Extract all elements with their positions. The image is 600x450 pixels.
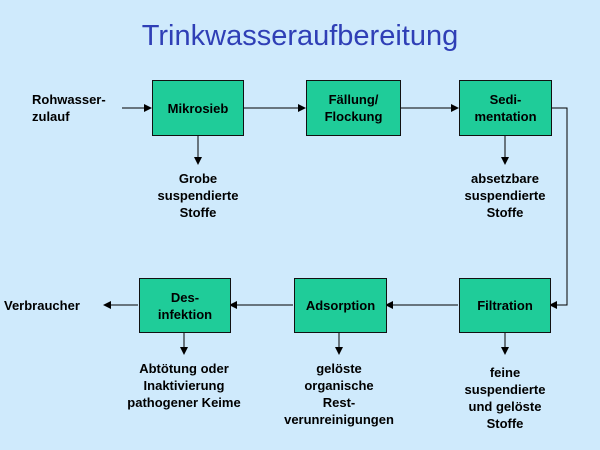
input-label: Rohwasser- zulauf <box>32 92 106 124</box>
removed-label-sedimentation: absetzbare suspendierte Stoffe <box>464 171 546 220</box>
removed-label-filtration: feine suspendierte und gelöste Stoffe <box>464 365 546 431</box>
step-box-faellung-flockung: Fällung/ Flockung <box>306 80 401 136</box>
removed-label-adsorption: gelöste organische Rest- verunreinigunge… <box>284 361 394 427</box>
diagram-title: Trinkwasseraufbereitung <box>141 20 459 52</box>
step-box-adsorption: Adsorption <box>294 278 387 333</box>
step-box-filtration: Filtration <box>459 278 551 333</box>
step-box-desinfektion: Des- infektion <box>139 278 231 333</box>
output-label: Verbraucher <box>4 298 80 313</box>
arrow-sedimentation-to-filtration <box>549 107 568 309</box>
removed-label-desinfektion: Abtötung oder Inaktivierung pathogener K… <box>127 361 241 410</box>
step-box-mikrosieb: Mikrosieb <box>152 80 244 136</box>
step-box-sedimentation: Sedi- mentation <box>459 80 552 136</box>
removed-label-mikrosieb: Grobe suspendierte Stoffe <box>157 171 239 220</box>
